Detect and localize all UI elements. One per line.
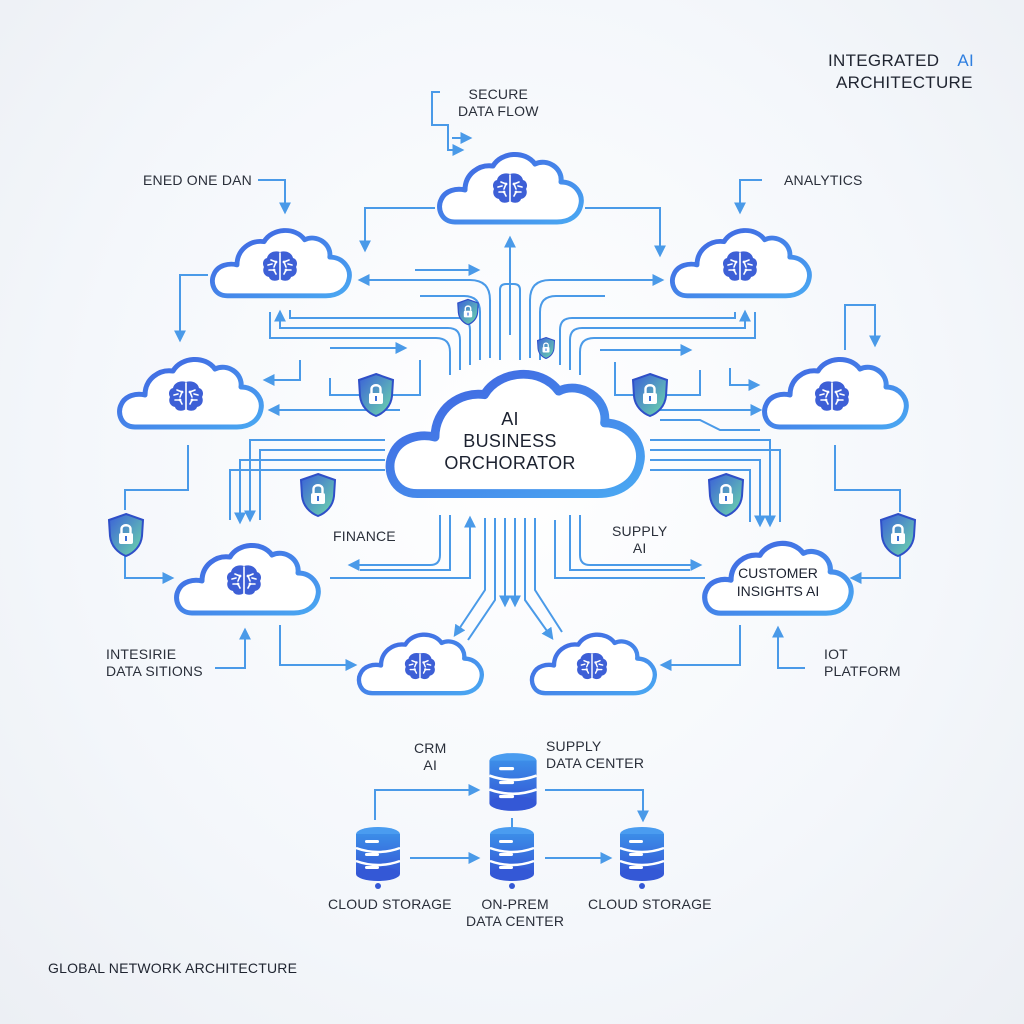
cloud-node-bottom-center-left[interactable] — [359, 635, 482, 694]
hub-label-line1: AI — [501, 409, 519, 429]
arrow — [431, 91, 465, 156]
footer-label: GLOBAL NETWORK ARCHITECTURE — [48, 960, 298, 976]
cloud-node-bottom-center-right[interactable] — [532, 635, 655, 694]
cloud-storage-left-label: CLOUD STORAGE — [328, 896, 452, 912]
iot-platform-label: IOT PLATFORM — [824, 646, 901, 679]
analytics-label: ANALYTICS — [784, 172, 863, 188]
shield-lock-icon — [299, 472, 337, 518]
cloud-node-top-left[interactable] — [212, 230, 349, 295]
brain-icon — [404, 652, 436, 680]
title-accent: AI — [957, 51, 974, 70]
brain-icon — [814, 380, 850, 412]
brain-icon — [722, 250, 758, 282]
title-main: INTEGRATED — [828, 51, 940, 70]
customer-insights-label: CUSTOMER INSIGHTS AI — [736, 565, 820, 599]
cloud-node-bottom-left[interactable] — [177, 545, 319, 613]
title-sub: ARCHITECTURE — [836, 73, 973, 92]
database-icon[interactable] — [354, 826, 402, 882]
hub-label-line3: ORCHORATOR — [444, 453, 576, 473]
shield-lock-icon — [879, 512, 917, 558]
brain-icon — [576, 652, 608, 680]
cloud-node-mid-left[interactable] — [120, 359, 262, 427]
database-icon[interactable] — [618, 826, 666, 882]
brain-icon — [262, 250, 298, 282]
hub-label-line2: BUSINESS — [463, 431, 557, 451]
finance-label: FINANCE — [333, 528, 396, 544]
shield-lock-icon — [707, 472, 745, 518]
crm-ai-label: CRM AI — [414, 740, 447, 773]
hub-label: AI BUSINESS ORCHORATOR — [400, 408, 620, 474]
shield-lock-icon — [107, 512, 145, 558]
supply-data-center-label: SUPPLY DATA CENTER — [546, 738, 645, 771]
shield-lock-icon — [457, 298, 479, 326]
database-icon[interactable] — [488, 826, 536, 882]
cloud-node-mid-right[interactable] — [765, 359, 907, 427]
brain-icon — [492, 172, 528, 204]
database-icon[interactable] — [488, 752, 538, 812]
ened-one-dan-label: ENED ONE DAN — [143, 172, 252, 188]
supply-ai-label: SUPPLY AI — [612, 523, 668, 556]
intesirie-label: INTESIRIE DATA SITIONS — [106, 646, 203, 679]
cloud-storage-right-label: CLOUD STORAGE — [588, 896, 712, 912]
cloud-node-top[interactable] — [440, 154, 582, 222]
cloud-node-top-right[interactable] — [672, 230, 809, 295]
brain-icon — [226, 564, 262, 596]
on-prem-data-center-label: ON-PREM DATA CENTER — [466, 896, 565, 929]
secure-data-flow-label: SECURE DATA FLOW — [458, 86, 539, 119]
diagram-title: INTEGRATED AI ARCHITECTURE — [828, 50, 974, 94]
brain-icon — [168, 380, 204, 412]
